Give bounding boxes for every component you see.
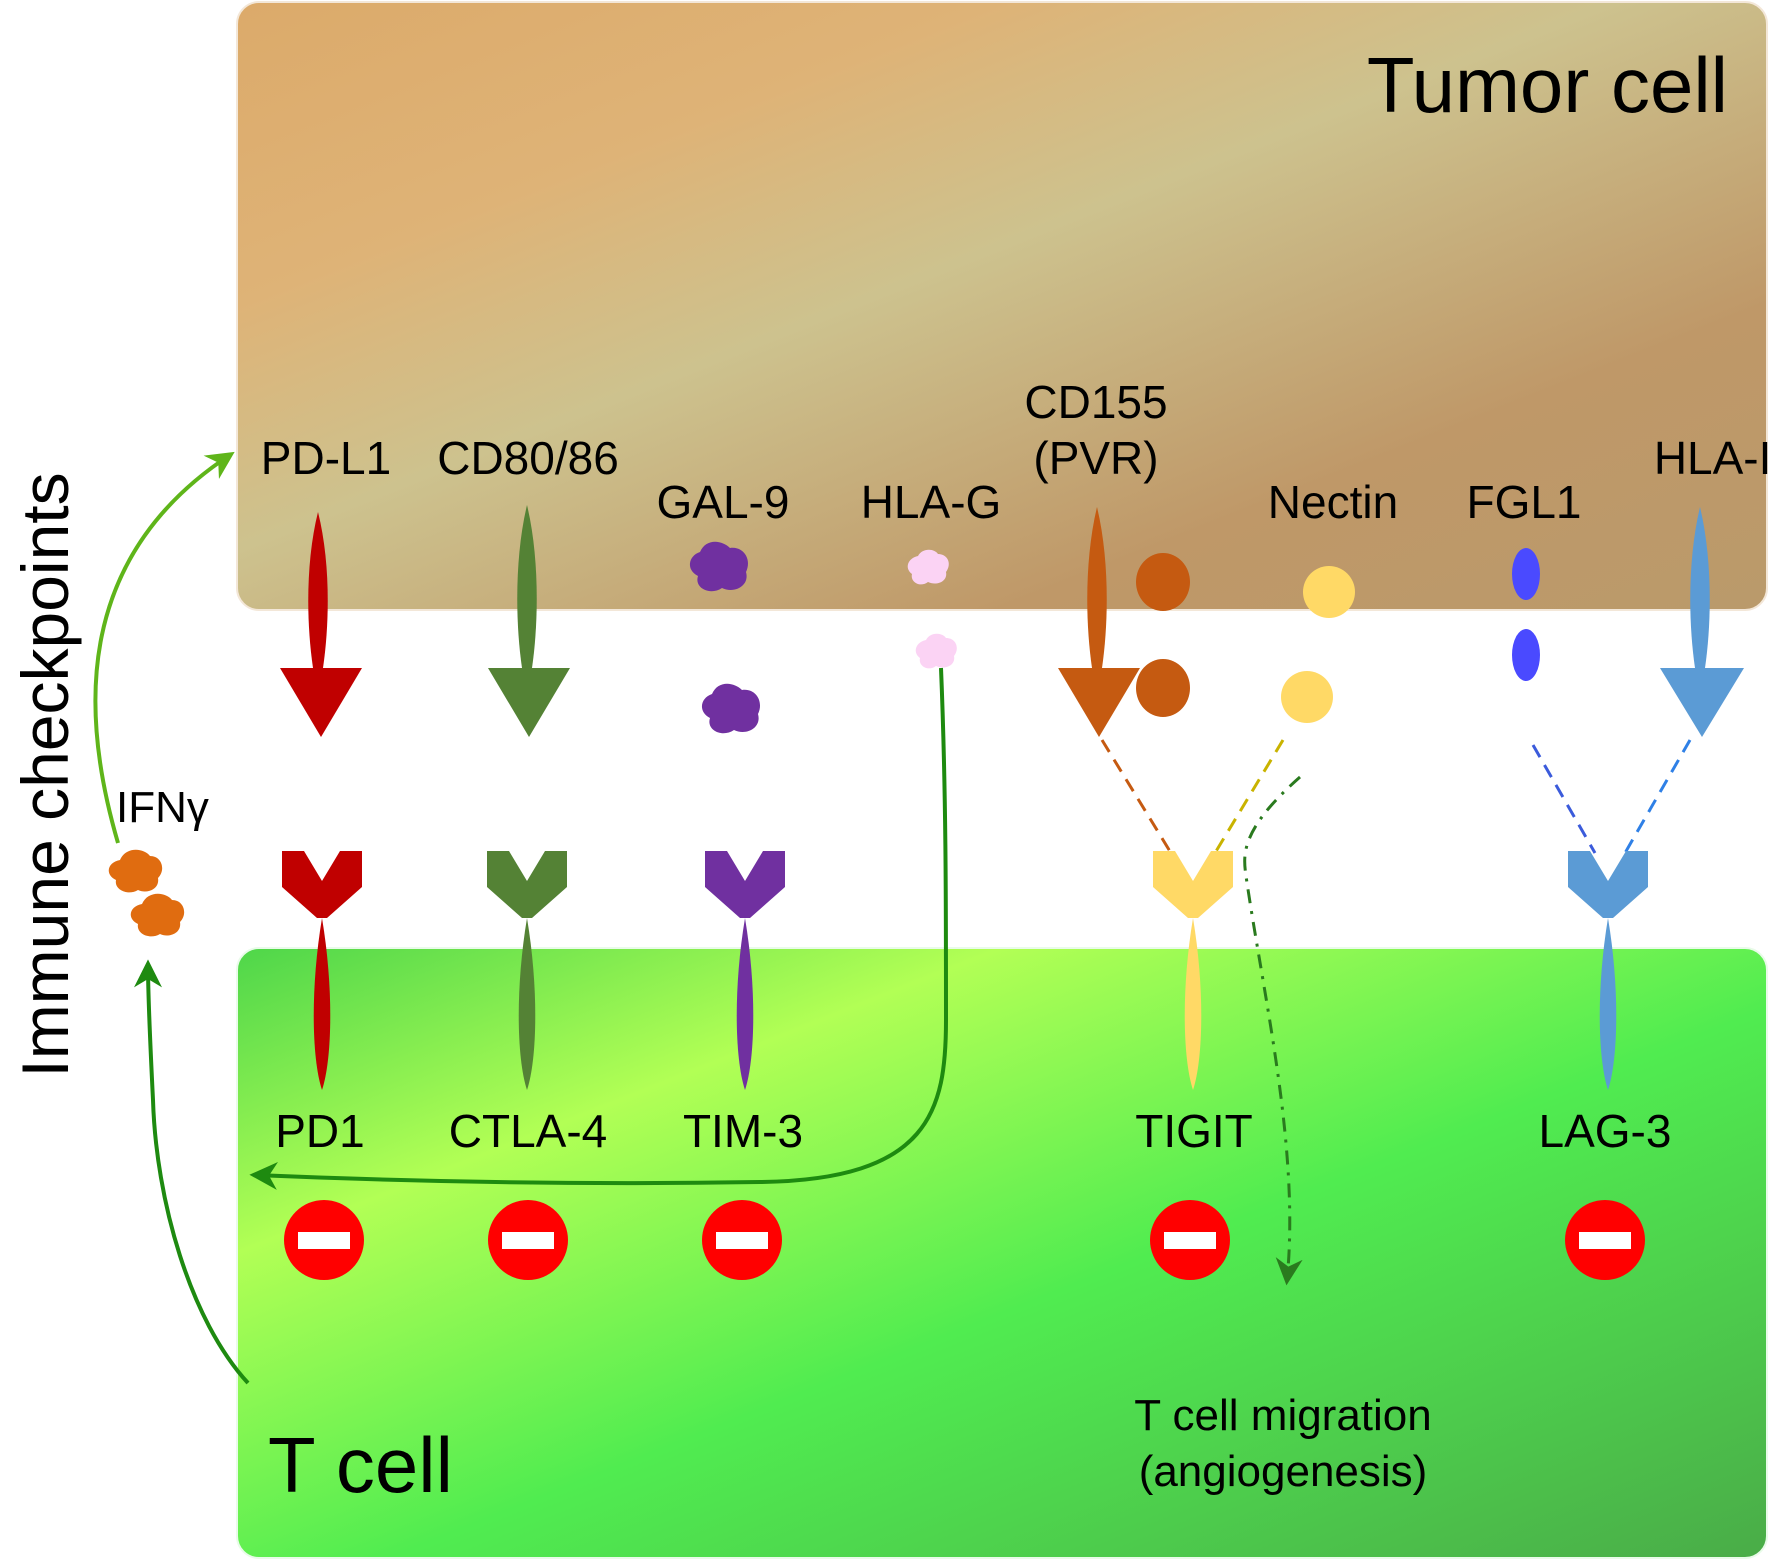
ligand-label-hla-ii: HLA-II	[1654, 432, 1772, 484]
ligand-label-nectin: Nectin	[1268, 476, 1398, 528]
gal-9-blob-tumor	[689, 541, 749, 592]
cd155-ligand-arrow	[1058, 507, 1140, 737]
ligand-label-hla-g: HLA-G	[861, 476, 1002, 528]
ifn-gamma-label: IFNγ	[116, 783, 209, 832]
t-cell-label: T cell	[268, 1421, 453, 1509]
nectin-to-migration-dash	[1243, 775, 1303, 1286]
tim-3-receptor	[705, 851, 785, 1090]
ligand-label-pd-l1: PD-L1	[261, 432, 391, 484]
ifn-gamma-blob-lower	[130, 893, 185, 937]
cd155-partner-dot-tumor	[1136, 553, 1190, 611]
cd80-86-ligand-arrow	[488, 505, 570, 737]
ctla-4-inhibition-icon	[488, 1200, 568, 1280]
hla-g-blob-tumor	[907, 549, 949, 585]
lag-3-inhibition-icon	[1565, 1200, 1645, 1280]
hla-ii-ligand-arrow	[1660, 507, 1744, 737]
ifn-gamma-blob-upper	[108, 849, 163, 893]
tumor-cell-label: Tumor cell	[1367, 41, 1728, 129]
t-cell-membrane	[236, 947, 1768, 1559]
gal-9-blob-free	[701, 683, 761, 734]
cd155-partner-dot-free	[1136, 659, 1190, 717]
figure-title: Immune checkpoints	[8, 472, 82, 1077]
tumor-cell-membrane	[236, 1, 1768, 611]
ligand-label-pvr: (PVR)	[1033, 432, 1158, 484]
nectin-dot-free	[1281, 671, 1333, 723]
hla-ii-to-lag-3-dash	[1623, 739, 1692, 854]
t-cell-to-ifn-gamma-arrow	[134, 959, 250, 1385]
receptor-label-ctla-4: CTLA-4	[449, 1105, 607, 1157]
ctla-4-receptor	[487, 851, 567, 1090]
fgl1-dot-tumor	[1512, 548, 1540, 600]
pd1-inhibition-icon	[284, 1200, 364, 1280]
fgl1-to-lag-3-dash	[1531, 744, 1597, 854]
receptor-label-lag-3: LAG-3	[1539, 1105, 1672, 1157]
receptor-label-pd1: PD1	[275, 1105, 364, 1157]
tim-3-inhibition-icon	[702, 1200, 782, 1280]
pd1-receptor	[282, 851, 362, 1090]
pd-l1-ligand-arrow	[280, 512, 362, 737]
ligand-label-cd155: CD155	[1024, 376, 1167, 428]
tigit-receptor	[1153, 851, 1233, 1090]
ligand-label-fgl1: FGL1	[1466, 476, 1581, 528]
lag-3-receptor	[1568, 851, 1648, 1090]
cd155-to-tigit-dash	[1100, 739, 1173, 854]
receptor-label-tim-3: TIM-3	[683, 1105, 803, 1157]
ligand-label-cd80-86: CD80/86	[437, 432, 619, 484]
nectin-dot-tumor	[1303, 566, 1355, 618]
outcome-label-migration: T cell migration	[1134, 1391, 1432, 1440]
fgl1-dot-free	[1512, 629, 1540, 681]
receptor-label-tigit: TIGIT	[1135, 1105, 1253, 1157]
tigit-inhibition-icon	[1150, 1200, 1230, 1280]
ifn-gamma-to-pd-l1-arrow	[93, 451, 235, 844]
hla-g-blob-free	[915, 633, 957, 669]
hla-g-to-pd1-arrow	[249, 667, 949, 1190]
outcome-label-angiogenesis: (angiogenesis)	[1139, 1447, 1428, 1496]
ligand-label-gal-9: GAL-9	[657, 476, 790, 528]
